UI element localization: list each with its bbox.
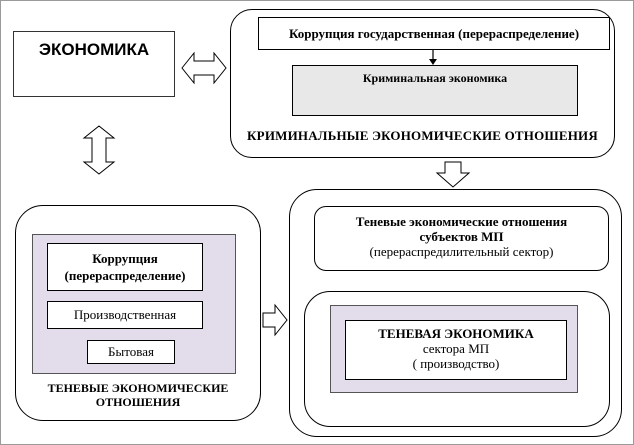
production-label: Производственная <box>73 307 177 322</box>
household-label: Бытовая <box>108 344 154 359</box>
economy-label: ЭКОНОМИКА <box>38 40 150 59</box>
corruption-state-label: Коррупция государственная (перераспредел… <box>288 25 580 41</box>
economy-box: ЭКОНОМИКА <box>13 31 175 97</box>
small-business-relations-line3: (перераспредилительный сектор) <box>369 244 554 259</box>
corruption-label-line2: (перераспределение) <box>64 268 186 283</box>
shadow-relations-title-line2: ОТНОШЕНИЯ <box>95 395 181 409</box>
shadow-relations-title: ТЕНЕВЫЕ ЭКОНОМИЧЕСКИЕ ОТНОШЕНИЯ <box>15 381 261 409</box>
hollow-arrow-right-icon <box>262 303 288 337</box>
criminal-economy-box: Криминальная экономика <box>292 65 578 116</box>
corruption-box: Коррупция (перераспределение) <box>47 243 203 291</box>
criminal-relations-title: КРИМИНАЛЬНЫЕ ЭКОНОМИЧЕСКИЕ ОТНОШЕНИЯ <box>247 128 598 143</box>
small-business-relations-line2: субъектов МП <box>419 229 504 244</box>
small-business-relations-box: Теневые экономические отношения субъекто… <box>314 206 609 271</box>
criminal-economy-label: Криминальная экономика <box>362 71 508 85</box>
small-business-relations-line1: Теневые экономические отношения <box>355 214 568 229</box>
shadow-economy-line2: сектора МП <box>422 341 490 356</box>
shadow-economy-box: ТЕНЕВАЯ ЭКОНОМИКА сектора МП ( производс… <box>345 320 567 380</box>
shadow-economy-line3: ( производство) <box>412 356 500 371</box>
shadow-relations-title-line1: ТЕНЕВЫЕ ЭКОНОМИЧЕСКИЕ <box>47 381 229 395</box>
hollow-arrow-down-icon <box>435 161 471 188</box>
corruption-state-box: Коррупция государственная (перераспредел… <box>258 17 610 50</box>
corruption-label-line1: Коррупция <box>92 251 158 266</box>
arrow-down-icon <box>429 50 437 65</box>
double-arrow-horizontal-icon <box>181 51 227 85</box>
household-box: Бытовая <box>87 340 175 364</box>
double-arrow-vertical-icon <box>82 125 116 175</box>
shadow-economy-title: ТЕНЕВАЯ ЭКОНОМИКА <box>378 326 534 341</box>
production-box: Производственная <box>47 301 203 329</box>
